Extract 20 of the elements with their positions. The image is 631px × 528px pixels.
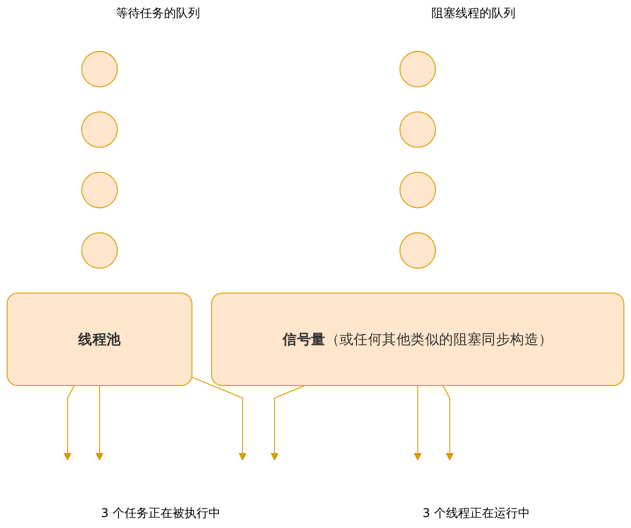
node-circle [81,172,118,208]
node-circle [81,232,118,269]
caption-text: 3 个任务正在被执行中 [101,504,220,522]
node-circle [399,172,436,208]
node-box: 信号量（或任何其他类似的阻塞同步构造） [211,292,624,386]
node-circle [399,232,436,269]
arrow [442,385,454,461]
arrow [270,385,306,461]
queue-title: 等待任务的队列 [116,4,200,22]
arrow [64,385,75,461]
node-circle [81,50,118,88]
caption-text: 3 个线程正在运行中 [422,504,530,522]
arrow [96,385,104,461]
arrow [192,376,247,461]
node-circle [399,111,436,148]
queue-title: 阻塞线程的队列 [431,4,516,22]
arrow [414,385,422,461]
node-circle [81,111,118,148]
node-box: 线程池 [6,292,192,386]
node-circle [399,50,436,88]
